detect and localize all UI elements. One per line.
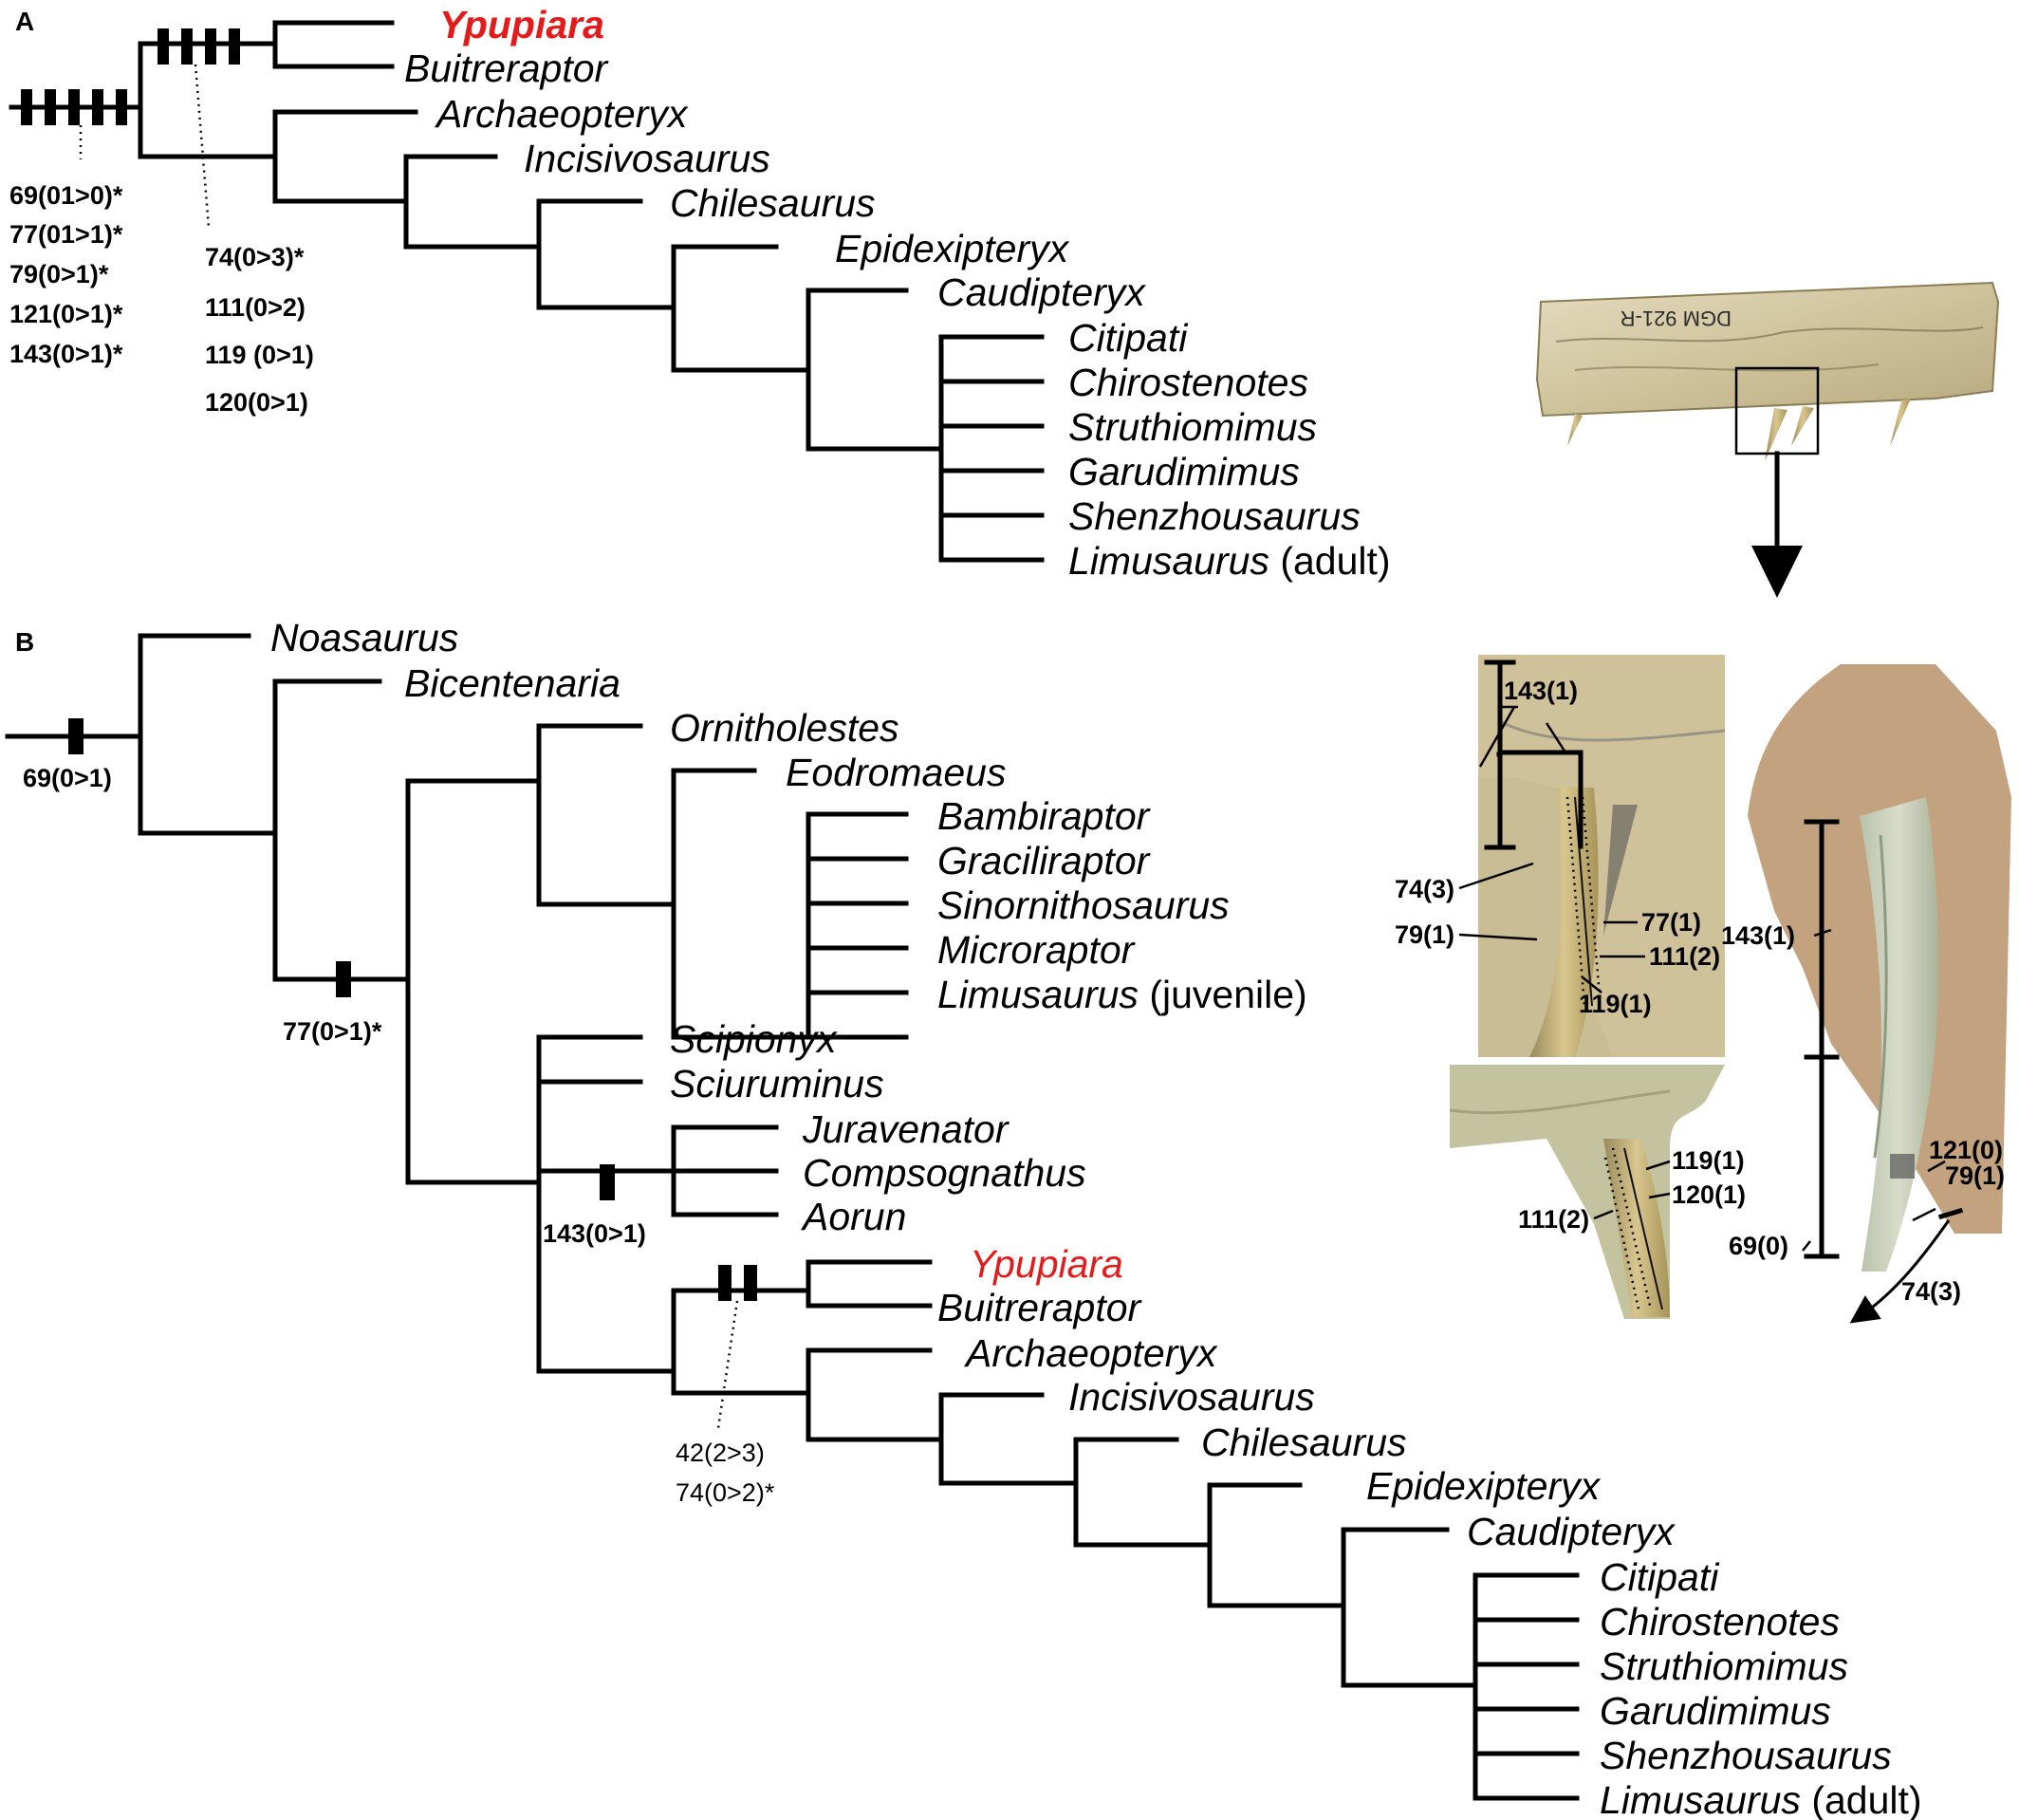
change-label: 79(0>1)* [9, 260, 109, 288]
callout-label: 119(1) [1672, 1146, 1745, 1175]
callout-label: 74(3) [1395, 875, 1454, 903]
callout-label: 143(1) [1504, 677, 1578, 705]
change-label: 120(0>1) [205, 388, 308, 417]
zoom-arrow [1751, 451, 1803, 598]
tree-b-branches [5, 633, 1580, 1801]
callout-label: 69(0) [1729, 1232, 1788, 1260]
change-label: 143(0>1)* [9, 340, 123, 368]
change-label: 42(2>3) [676, 1439, 765, 1467]
taxon-label: Garudimimus [1600, 1689, 1831, 1733]
change-label: 77(0>1)* [283, 1017, 382, 1046]
callout-label: 119(1) [1579, 990, 1652, 1018]
tree-b-taxa: Noasaurus Bicentenaria Ornitholestes Eod… [270, 616, 1922, 1820]
taxon-label: Incisivosaurus [1068, 1375, 1315, 1419]
tree-a-node-changes: 74(0>3)* 111(0>2) 119 (0>1) 120(0>1) [205, 243, 314, 417]
taxon-label: Bambiraptor [937, 794, 1152, 838]
taxon-label: Caudipteryx [1467, 1510, 1676, 1553]
change-label: 121(0>1)* [9, 300, 123, 328]
taxon-label: Sciuruminus [670, 1062, 884, 1105]
taxon-label: Chirostenotes [1068, 361, 1308, 404]
taxon-label: Chirostenotes [1600, 1600, 1840, 1644]
specimen-overview-photo: DGM 921-R [1535, 281, 2000, 461]
callout-label: 77(1) [1641, 908, 1701, 937]
change-label: 77(01>1)* [9, 220, 123, 249]
panel-a-label: A [15, 7, 34, 36]
callout-label: 74(3) [1901, 1277, 1961, 1306]
tooth-side-view: 143(1) 121(0) 79(1) 69(0) 74(3) [1721, 664, 2011, 1324]
callout-label: 121(0) [1929, 1136, 2003, 1164]
taxon-label: Struthiomimus [1068, 405, 1317, 449]
change-label: 111(0>2) [205, 293, 306, 322]
taxon-label: Juravenator [802, 1107, 1010, 1151]
change-label: 69(01>0)* [9, 181, 123, 210]
callout-label: 111(2) [1649, 942, 1720, 971]
taxon-label: Limusaurus (adult) [1068, 539, 1391, 583]
taxon-label: Chilesaurus [1201, 1421, 1407, 1464]
tree-a-character-bars [21, 28, 240, 229]
taxon-label: Noasaurus [270, 616, 458, 659]
taxon-label: Shenzhousaurus [1600, 1734, 1892, 1777]
taxon-label: Caudipteryx [937, 270, 1146, 314]
change-label: 69(0>1) [23, 764, 112, 792]
taxon-label: Citipati [1068, 316, 1189, 360]
taxon-label-ypupiara: Ypupiara [970, 1242, 1123, 1286]
specimen-label-text: DGM 921-R [1621, 306, 1732, 330]
tree-b-character-bars [68, 718, 757, 1429]
taxon-label: Garudimimus [1068, 450, 1300, 493]
taxon-label: Scipionyx [670, 1017, 838, 1061]
taxon-label: Struthiomimus [1600, 1644, 1848, 1688]
taxon-label: Incisivosaurus [524, 137, 770, 180]
tooth-closeup-top: 143(1) 74(3) 79(1) 77(1) 111(2) 119(1) [1395, 655, 1726, 1057]
tree-b-changes: 69(0>1) 77(0>1)* 143(0>1) 42(2>3) 74(0>2… [23, 764, 775, 1507]
taxon-label: Aorun [800, 1195, 906, 1238]
taxon-label: Buitreraptor [404, 46, 610, 90]
taxon-label: Epidexipteryx [1366, 1464, 1602, 1508]
taxon-label: Bicentenaria [404, 661, 621, 705]
taxon-label: Buitreraptor [937, 1286, 1143, 1329]
tooth-closeup-bottom: 119(1) 120(1) 111(2) [1449, 1065, 1746, 1319]
taxon-label: Compsognathus [803, 1151, 1086, 1195]
taxon-label: Shenzhousaurus [1068, 494, 1361, 538]
taxon-label-ypupiara: Ypupiara [439, 3, 604, 46]
taxon-label: Graciliraptor [937, 839, 1152, 882]
callout-label: 143(1) [1721, 921, 1795, 950]
taxon-label: Ornitholestes [670, 706, 899, 750]
taxon-label: Citipati [1600, 1555, 1720, 1599]
taxon-label: Microraptor [937, 928, 1137, 972]
taxon-label: Sinornithosaurus [937, 883, 1230, 927]
tree-a-root-changes: 69(01>0)* 77(01>1)* 79(0>1)* 121(0>1)* 1… [9, 181, 123, 368]
change-label: 74(0>3)* [205, 243, 305, 271]
panel-b-label: B [15, 627, 34, 657]
callout-label: 79(1) [1945, 1161, 2005, 1190]
taxon-label: Limusaurus (juvenile) [937, 973, 1307, 1016]
callout-label: 120(1) [1672, 1180, 1746, 1209]
change-label: 143(0>1) [543, 1219, 646, 1248]
tree-a-branches [9, 20, 1045, 563]
callout-label: 79(1) [1395, 920, 1454, 949]
taxon-label: Chilesaurus [670, 181, 876, 225]
taxon-label: Limusaurus (adult) [1600, 1778, 1922, 1820]
callout-label: 111(2) [1518, 1205, 1589, 1234]
taxon-label: Archaeopteryx [434, 92, 689, 136]
change-label: 119 (0>1) [205, 341, 314, 369]
taxon-label: Eodromaeus [786, 751, 1006, 794]
taxon-label: Archaeopteryx [963, 1331, 1218, 1375]
change-label: 74(0>2)* [676, 1478, 775, 1507]
taxon-label: Epidexipteryx [835, 227, 1070, 270]
tree-a-taxa: Ypupiara Buitreraptor Archaeopteryx Inci… [404, 3, 1391, 583]
